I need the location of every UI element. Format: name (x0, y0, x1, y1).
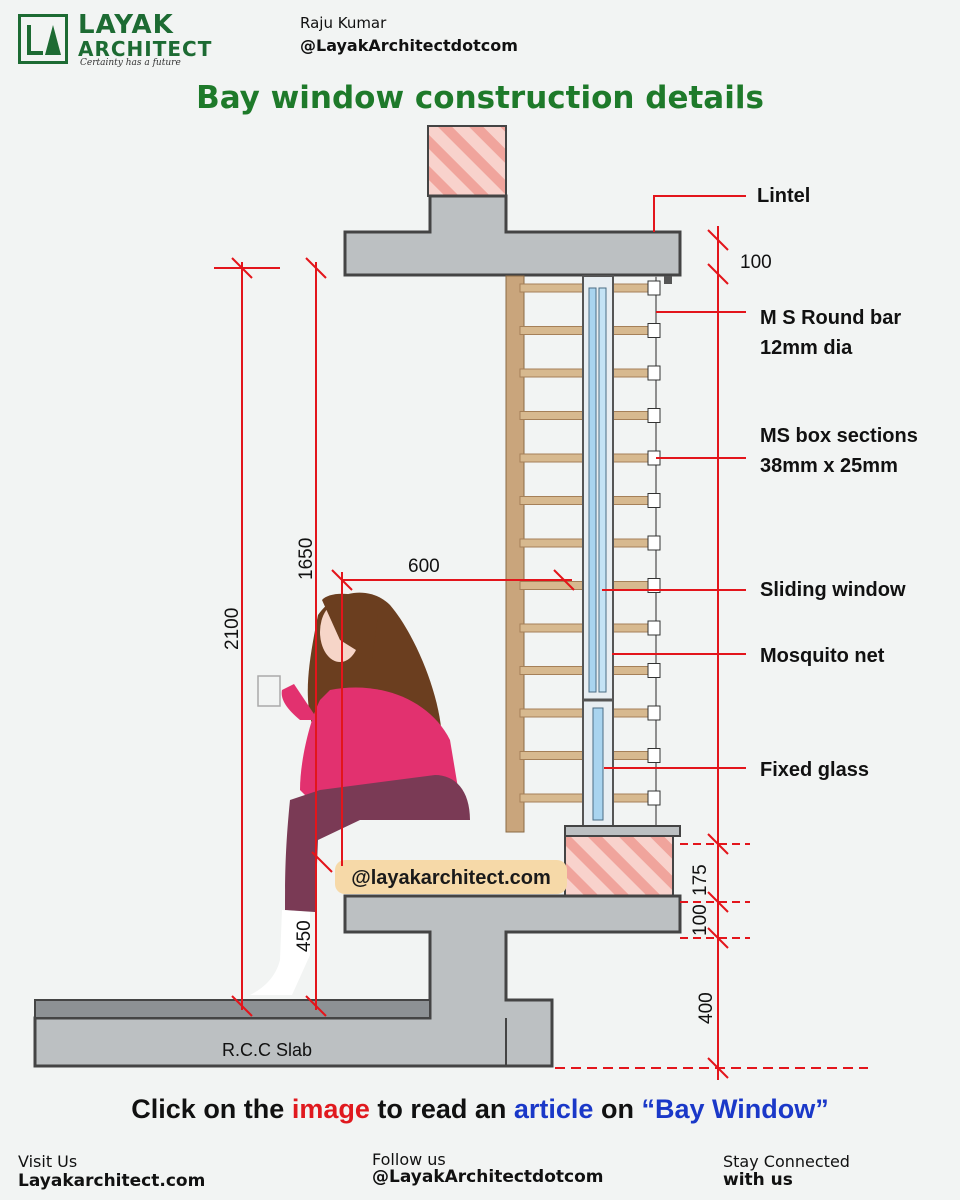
author-handle[interactable]: @LayakArchitectdotcom (300, 36, 518, 55)
box-section-bar-outer (612, 283, 650, 293)
logo[interactable]: LAYAK ARCHITECT Certainty has a future (18, 10, 211, 68)
label-mosquito-net: Mosquito net (760, 645, 885, 667)
box-section-bar (519, 368, 585, 378)
dim-450: 450 (294, 920, 315, 952)
footer-stay-value: with us (723, 1170, 793, 1190)
cta-article-word: article (513, 1094, 594, 1124)
label-ms-box-1: MS box sections (760, 425, 918, 447)
round-bar-stud (647, 493, 661, 508)
box-section-bar-outer (612, 581, 650, 590)
dim-600: 600 (408, 556, 440, 577)
label-ms-box-2: 38mm x 25mm (760, 455, 898, 477)
ms-round-bar-rail (655, 276, 672, 828)
box-section-bar-outer (612, 411, 650, 420)
cta-image-word: image (291, 1094, 370, 1124)
label-ms-round-bar-1: M S Round bar (760, 307, 901, 329)
dim-1650: 1650 (296, 538, 317, 580)
label-rcc-slab: R.C.C Slab (222, 1040, 312, 1060)
rcc-slab-top (34, 999, 431, 1019)
round-bar-stud (647, 280, 661, 296)
box-section-bar (519, 581, 585, 590)
sill-cap (564, 825, 681, 837)
footer-visit-link[interactable]: Layakarchitect.com (18, 1171, 206, 1191)
round-bar-stud (647, 748, 661, 763)
footer-visit-label: Visit Us (18, 1152, 78, 1171)
logo-text-line2: ARCHITECT (78, 37, 213, 61)
box-section-bar-outer (612, 708, 650, 718)
box-section-bar-outer (612, 666, 650, 675)
box-section-bar-outer (612, 751, 650, 760)
sill-brick (564, 831, 674, 897)
label-fixed-glass: Fixed glass (760, 759, 869, 781)
box-section-bar (519, 666, 585, 675)
box-section-bar-outer (612, 368, 650, 378)
dim-100-top: 100 (740, 252, 772, 273)
footer-follow-label: Follow us (372, 1150, 446, 1169)
round-bar-stud (647, 323, 661, 338)
box-section-bar-outer (612, 793, 650, 803)
dim-175: 175 (690, 864, 711, 896)
logo-text-line1: LAYAK (78, 10, 174, 40)
cta-text-3: on (593, 1094, 642, 1124)
box-section-bar (519, 411, 585, 420)
box-section-bar-outer (612, 326, 650, 335)
box-section-bar-outer (612, 538, 650, 548)
round-bar-stud (647, 620, 661, 636)
box-section-bar (519, 623, 585, 633)
watermark-badge (335, 860, 567, 894)
dim-2100: 2100 (222, 608, 243, 650)
box-section-bar (519, 326, 585, 335)
ms-round-bar-studs (647, 280, 661, 806)
sliding-window-glass (588, 287, 607, 693)
ms-box-sections (519, 283, 650, 803)
box-section-bar (519, 453, 585, 463)
box-section-bar-outer (612, 453, 650, 463)
footer-follow-link[interactable]: @LayakArchitectdotcom (372, 1167, 604, 1187)
round-bar-stud (647, 408, 661, 423)
dimension-lines (214, 195, 868, 1080)
cta-text-1: Click on the (131, 1094, 292, 1124)
author-name: Raju Kumar (300, 14, 387, 32)
footer-stay-label: Stay Connected (723, 1152, 850, 1171)
box-section-bar (519, 751, 585, 760)
box-section-bar (519, 708, 585, 718)
seat-slab (33, 894, 682, 1068)
page-title: Bay window construction details (196, 80, 764, 116)
round-bar-stud (647, 365, 661, 381)
seated-person-illustration (250, 592, 470, 995)
dim-100-bottom: 100 (690, 904, 711, 936)
cta-topic: “Bay Window” (641, 1094, 829, 1124)
logo-tagline: Certainty has a future (80, 58, 181, 68)
label-ms-round-bar-2: 12mm dia (760, 337, 853, 359)
fixed-glass-pane (592, 707, 604, 821)
box-section-bar-outer (612, 496, 650, 505)
round-bar-stud (647, 535, 661, 551)
box-section-bar (519, 496, 585, 505)
label-sliding-window: Sliding window (760, 579, 906, 601)
cta-text-2: to read an (369, 1094, 514, 1124)
box-section-bar (519, 538, 585, 548)
label-lintel: Lintel (757, 185, 810, 207)
box-section-bar (519, 283, 585, 293)
wooden-frame (505, 275, 525, 833)
round-bar-stud (647, 705, 661, 721)
dim-400: 400 (696, 992, 717, 1024)
watermark-text: @layakarchitect.com (351, 867, 551, 889)
lintel-slab (343, 194, 682, 277)
article-cta[interactable]: Click on the image to read an article on… (0, 1094, 960, 1125)
box-section-bar-outer (612, 623, 650, 633)
logo-mark-icon (18, 14, 68, 64)
round-bar-stud (647, 790, 661, 806)
round-bar-stud (647, 663, 661, 678)
box-section-bar (519, 793, 585, 803)
